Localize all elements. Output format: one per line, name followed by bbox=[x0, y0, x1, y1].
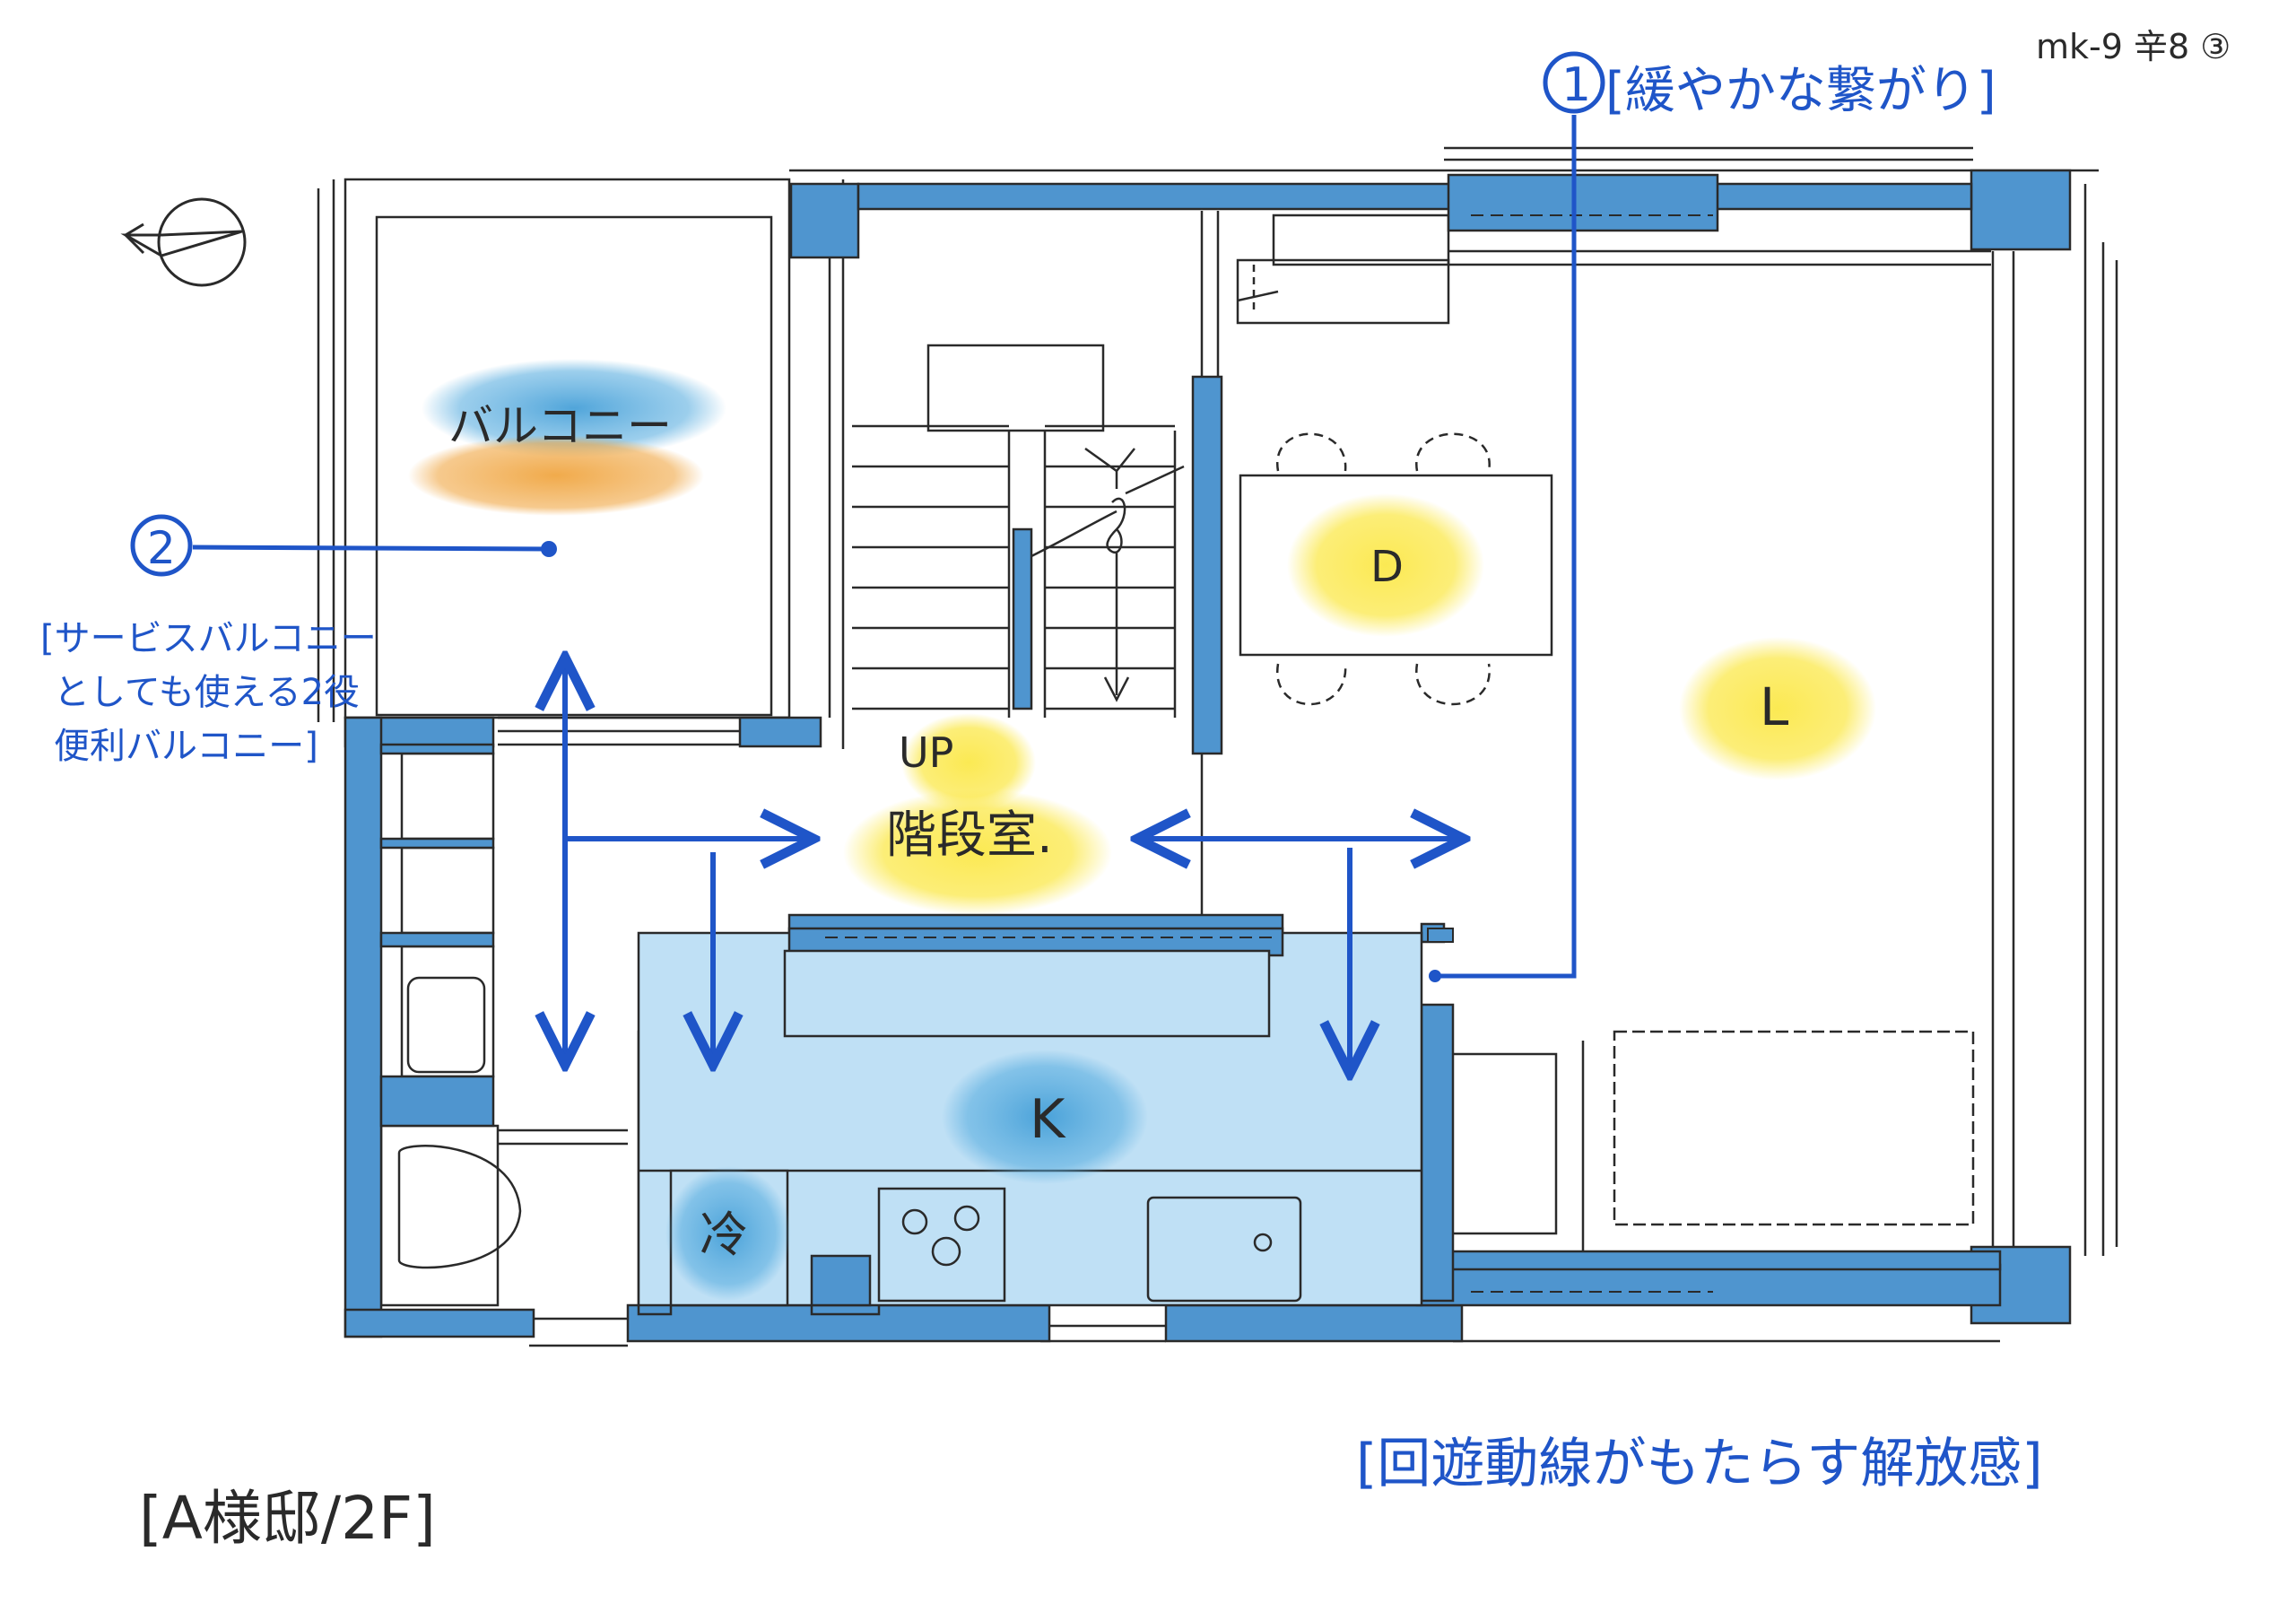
note2-line1: [サービスバルコニー bbox=[40, 618, 377, 659]
note1-text: [緩やかな繋がり] bbox=[1605, 62, 1996, 120]
note1-number: 1 bbox=[1561, 58, 1591, 112]
room-labels: バルコニー D L K UP 階段室. 冷 bbox=[448, 400, 1788, 1263]
sheet-title: [A様邸/2F] bbox=[139, 1484, 436, 1553]
note2-line3: 便利バルコニー] bbox=[54, 726, 318, 767]
note1-marker bbox=[1543, 51, 1605, 114]
note2-line2: としても使える2役 bbox=[54, 672, 360, 713]
dining-label: D bbox=[1370, 542, 1404, 592]
circulation-caption: [回遊動線がもたらす解放感] bbox=[1356, 1433, 2043, 1495]
kitchen-label: K bbox=[1030, 1088, 1066, 1151]
sheet-code: mk-9 辛8 ③ bbox=[2036, 27, 2231, 66]
note2-marker bbox=[130, 514, 193, 577]
circulation-arrows bbox=[192, 115, 1577, 1068]
living-label: L bbox=[1760, 676, 1788, 737]
stairs-up-label: UP bbox=[899, 728, 953, 777]
note2-number: 2 bbox=[147, 522, 176, 574]
room-highlights bbox=[408, 359, 1876, 1301]
kitchen-area bbox=[637, 214, 1713, 1307]
annotations: 1 [緩やかな繋がり] 2 [サービスバルコニー としても使える2役 便利バルコ… bbox=[40, 27, 2231, 1553]
balcony-label: バルコニー bbox=[448, 400, 672, 452]
fridge-label: 冷 bbox=[700, 1207, 748, 1263]
stairs-label: 階段室. bbox=[886, 806, 1053, 865]
compass-arrow-icon bbox=[120, 197, 247, 287]
